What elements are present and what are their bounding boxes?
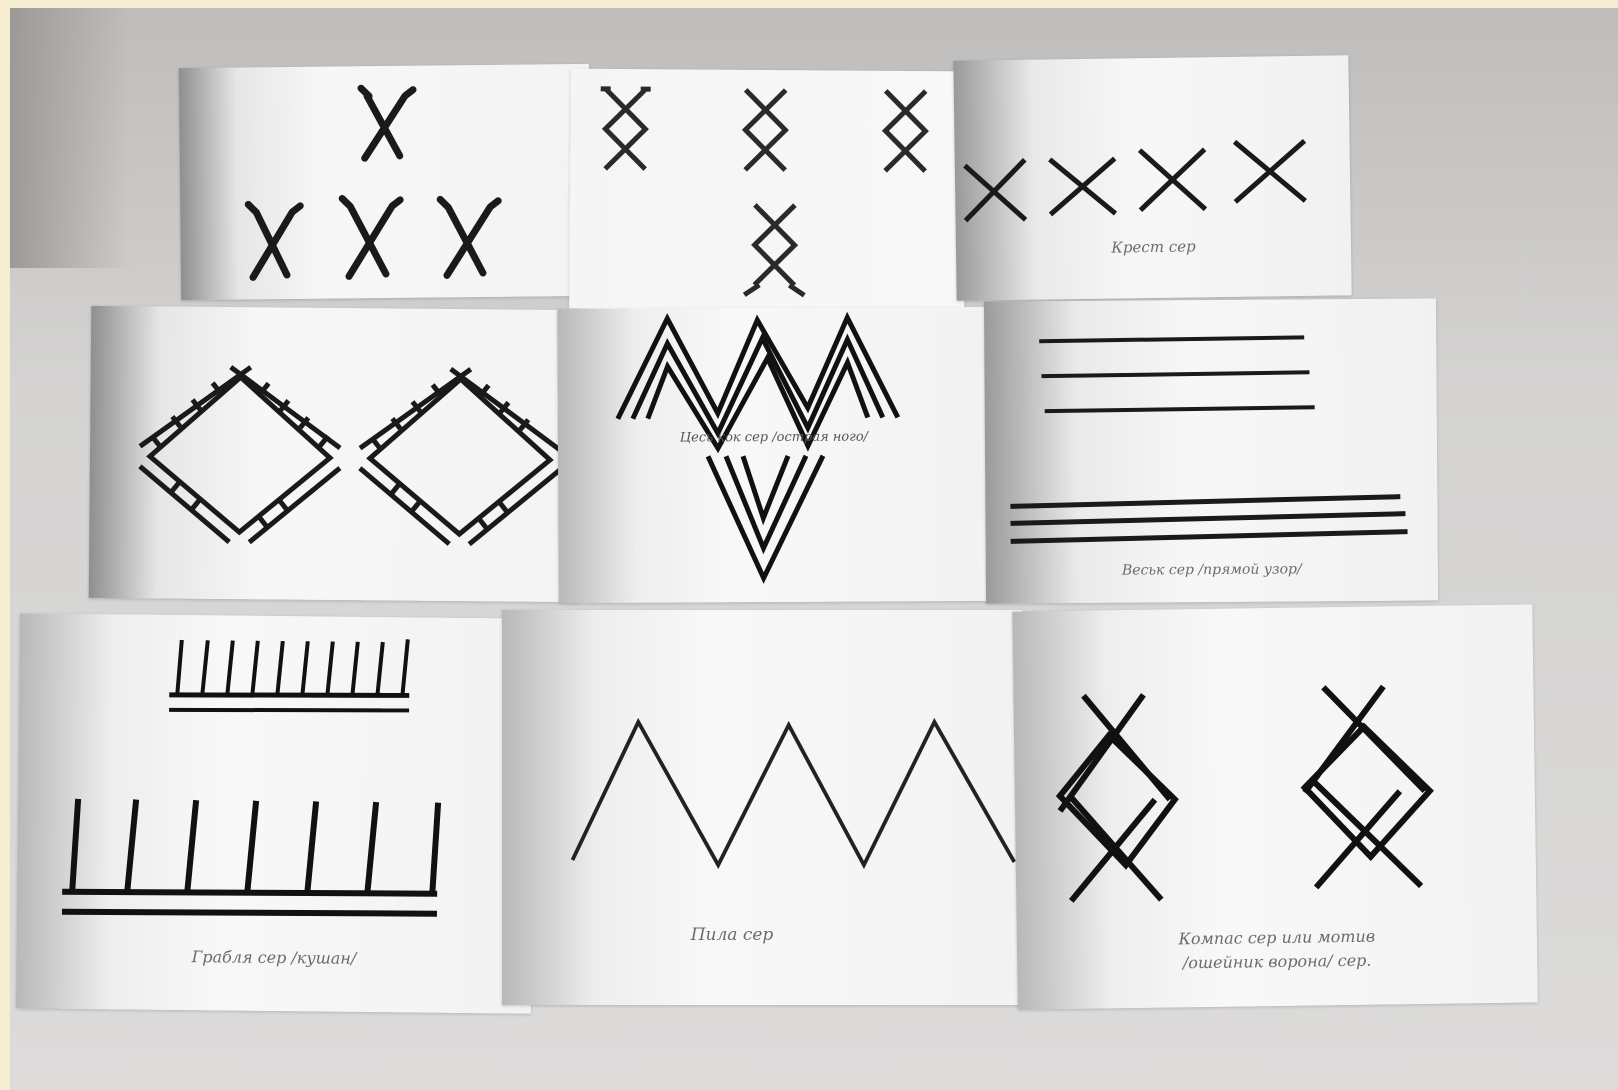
nested-zigzag-motif: [557, 307, 991, 603]
diamond-sun-motif: [89, 306, 582, 602]
card-9-caption: Компас сер или мотив /ошейник ворона/ се…: [1017, 922, 1538, 977]
pattern-card-4: [89, 306, 582, 602]
card-8-caption: Пила сер: [442, 925, 1022, 945]
pattern-card-7: Грабля сер /кушан/: [16, 613, 535, 1013]
pattern-card-6: Веськ сер /прямой узор/: [984, 298, 1438, 603]
pattern-card-3: Крест сер: [953, 55, 1351, 300]
pattern-card-1: [179, 64, 591, 300]
pattern-card-9: Компас сер или мотив /ошейник ворона/ се…: [1012, 604, 1538, 1009]
straight-lines-motif: [984, 298, 1438, 603]
cross-motif: [953, 55, 1351, 300]
pattern-card-2: [569, 69, 966, 312]
interlaced-cross-motif: [569, 69, 966, 312]
saw-motif: [502, 610, 1022, 1005]
card-5-caption: Цесь кок сер /острая ного/: [558, 429, 990, 446]
card-6-caption: Веськ сер /прямой узор/: [986, 560, 1438, 579]
table-shadow: [10, 8, 130, 268]
photo-background: Крест сер Цесь: [10, 8, 1618, 1090]
hooked-x-motif: [179, 64, 591, 300]
pattern-card-8: Пила сер: [502, 610, 1022, 1005]
pattern-card-5: Цесь кок сер /острая ного/: [557, 307, 991, 603]
